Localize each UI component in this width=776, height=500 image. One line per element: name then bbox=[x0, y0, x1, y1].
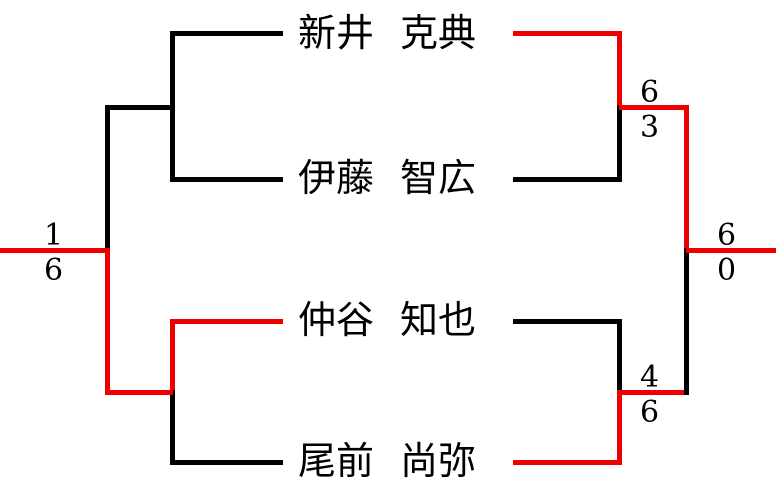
line-row1-left-stub bbox=[170, 31, 283, 36]
line-left-lower-connector bbox=[105, 390, 173, 395]
player-name-ito: 伊藤智広 bbox=[298, 159, 476, 197]
player-given-name: 智広 bbox=[400, 156, 477, 200]
line-row3-right-stub bbox=[513, 319, 620, 324]
player-given-name: 尚弥 bbox=[400, 439, 477, 483]
line-row2-left-stub bbox=[170, 177, 283, 182]
player-given-name: 克典 bbox=[400, 11, 477, 55]
player-name-nakatani: 仲谷知也 bbox=[298, 301, 476, 339]
line-right-spine-top bbox=[684, 105, 689, 253]
player-given-name: 知也 bbox=[400, 298, 477, 342]
score-right-semi-bottom-lower: 6 bbox=[640, 395, 660, 430]
player-family-name: 仲谷 bbox=[298, 298, 375, 342]
score-right-semi-bottom-upper: 4 bbox=[640, 360, 660, 395]
score-right-final-upper: 6 bbox=[717, 218, 737, 253]
line-left-spine-top bbox=[105, 105, 110, 253]
player-family-name: 伊藤 bbox=[298, 156, 375, 200]
line-right-upper-bracket-vertical-top bbox=[617, 31, 622, 110]
score-left-final-lower: 6 bbox=[44, 253, 64, 288]
line-right-lower-bracket-vertical-top bbox=[617, 319, 622, 395]
line-row2-right-stub bbox=[513, 177, 620, 182]
line-left-lower-bracket-vertical-bottom bbox=[170, 390, 175, 465]
score-right-semi-top-lower: 3 bbox=[640, 110, 660, 145]
score-right-semi-top-upper: 6 bbox=[640, 75, 660, 110]
line-right-spine-bottom bbox=[684, 248, 689, 395]
line-left-upper-connector bbox=[105, 105, 173, 110]
line-right-lower-bracket-vertical-bottom bbox=[617, 390, 622, 465]
player-name-omae: 尾前尚弥 bbox=[298, 442, 476, 480]
line-left-lower-bracket-vertical-top bbox=[170, 319, 175, 395]
score-right-final-lower: 0 bbox=[717, 253, 737, 288]
line-row3-left-stub bbox=[170, 319, 283, 324]
line-right-upper-connector bbox=[619, 105, 687, 110]
line-row1-right-stub bbox=[513, 31, 620, 36]
player-name-arai: 新井克典 bbox=[298, 14, 476, 52]
line-row4-left-stub bbox=[170, 460, 283, 465]
line-row4-right-stub bbox=[513, 460, 620, 465]
line-right-lower-connector bbox=[619, 390, 687, 395]
line-left-spine-bottom bbox=[105, 248, 110, 395]
score-left-final-upper: 1 bbox=[44, 218, 64, 253]
line-right-upper-bracket-vertical-bottom bbox=[617, 105, 622, 182]
player-family-name: 新井 bbox=[298, 11, 375, 55]
player-family-name: 尾前 bbox=[298, 439, 375, 483]
line-left-final-exit bbox=[0, 248, 108, 253]
line-right-final-exit bbox=[686, 248, 776, 253]
